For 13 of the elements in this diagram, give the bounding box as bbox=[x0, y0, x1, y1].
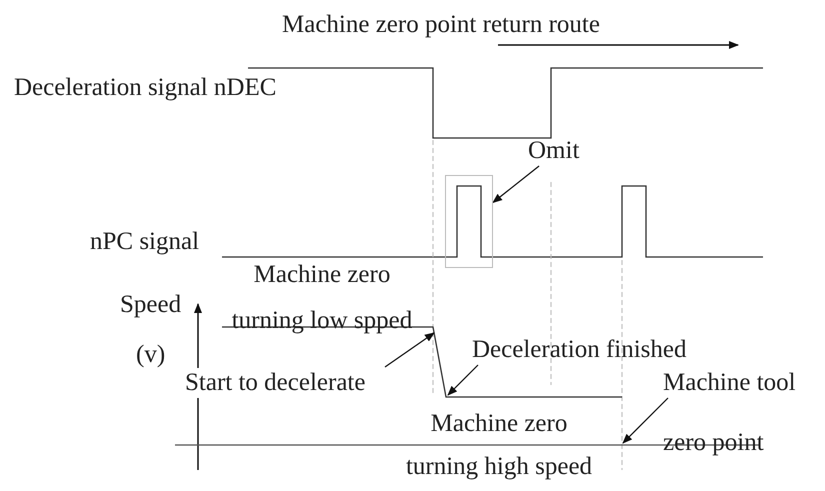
highlight-frame bbox=[445, 175, 493, 268]
signal-label: nPC signal bbox=[90, 227, 200, 257]
axis-label: Speed bbox=[120, 290, 182, 320]
callout-text: Omit bbox=[528, 136, 588, 166]
signal-label: Deceleration signal nDEC bbox=[14, 73, 276, 103]
leader-line bbox=[622, 398, 668, 444]
leader-line bbox=[447, 364, 478, 396]
leader-line bbox=[384, 332, 435, 368]
speed-level-label: Machine zero turning high speed bbox=[404, 409, 594, 482]
callout-text: Deceleration finished bbox=[472, 335, 728, 365]
leader-line bbox=[492, 166, 540, 204]
chart-title: Machine zero point return route bbox=[282, 10, 600, 40]
axis-label: (v) bbox=[136, 340, 166, 370]
